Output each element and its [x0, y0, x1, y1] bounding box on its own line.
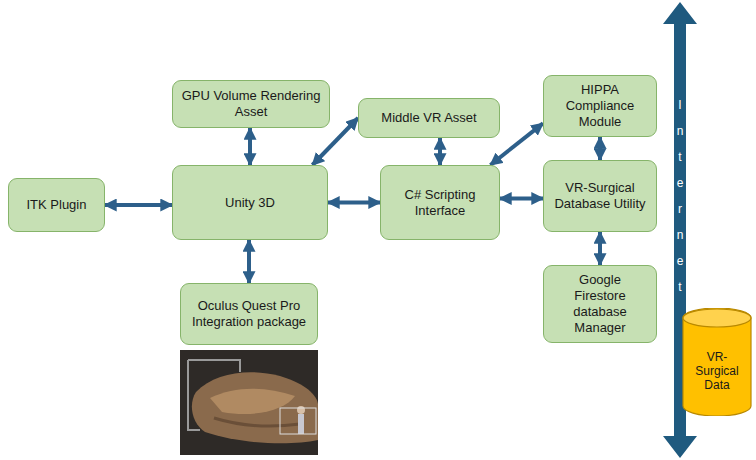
box-label: HIPPA Compliance Module [552, 82, 648, 130]
box-label: VR-Surgical Data [685, 350, 749, 392]
process-box: C# Scripting Interface [380, 165, 500, 240]
bidirectional-arrow [247, 240, 251, 283]
process-box: VR-Surgical Database Utility [543, 160, 657, 232]
box-label: Middle VR Asset [381, 110, 476, 126]
bidirectional-arrow [328, 201, 380, 205]
cylinder-body [683, 308, 751, 416]
bidirectional-arrow [598, 232, 602, 265]
box-label: Google Firestore database Manager [552, 272, 648, 336]
box-label: Oculus Quest Pro Integration package [189, 298, 309, 330]
bidirectional-arrow [248, 128, 252, 165]
process-box: HIPPA Compliance Module [543, 75, 657, 137]
cylinder-top [683, 309, 751, 327]
box-label: Unity 3D [225, 195, 275, 211]
network-label: Internet [676, 92, 684, 300]
box-label: GPU Volume Rendering Asset [181, 88, 321, 120]
process-box: GPU Volume Rendering Asset [172, 80, 330, 128]
bidirectional-arrow [105, 203, 172, 207]
box-label: VR-Surgical Database Utility [552, 180, 648, 212]
process-box: ITK Plugin [8, 178, 105, 232]
vr-photo [180, 350, 318, 455]
database-cylinder: VR-Surgical Data [682, 308, 752, 416]
process-box: Google Firestore database Manager [543, 265, 657, 343]
bidirectional-arrow [598, 137, 602, 160]
process-box: Middle VR Asset [358, 98, 500, 138]
process-box: Unity 3D [172, 165, 328, 240]
bidirectional-arrow [500, 197, 543, 201]
bidirectional-arrow [438, 138, 442, 165]
box-label: ITK Plugin [27, 197, 87, 213]
process-box: Oculus Quest Pro Integration package [180, 283, 318, 345]
box-label: C# Scripting Interface [389, 187, 491, 219]
